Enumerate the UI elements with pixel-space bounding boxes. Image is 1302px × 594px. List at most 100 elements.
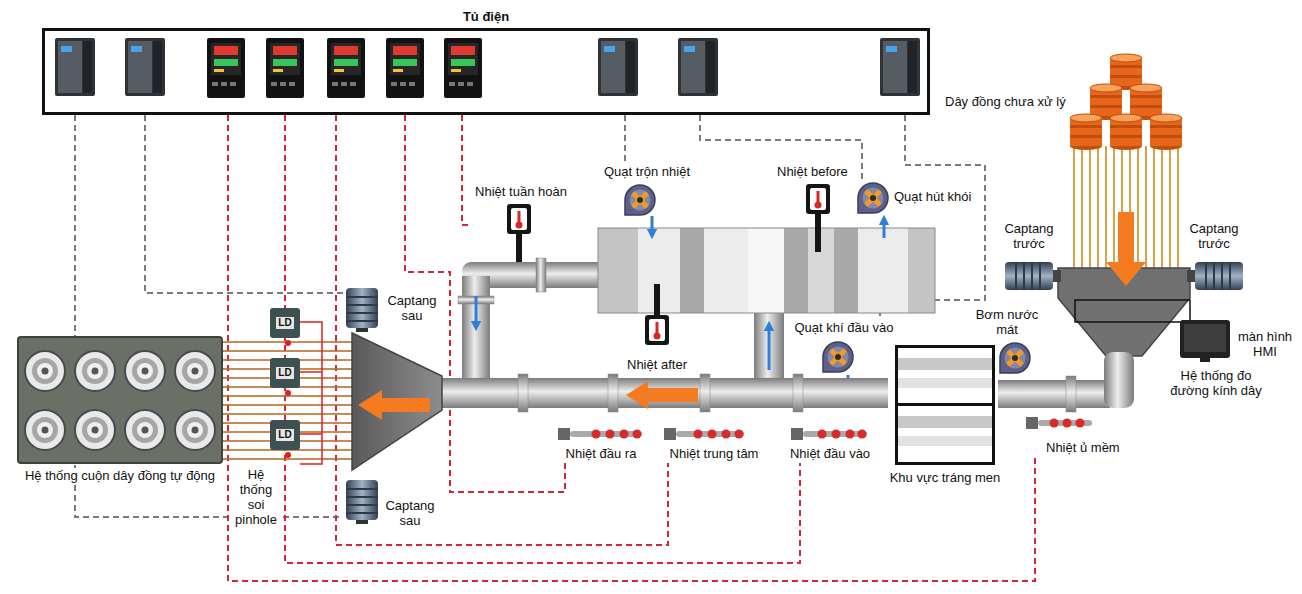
signal-wire: [624, 115, 626, 162]
enamel-interior: [898, 436, 992, 446]
device-label: Captang sau: [381, 498, 439, 528]
heater: [832, 430, 841, 439]
heater: [791, 428, 803, 440]
heater: [1076, 419, 1085, 428]
capstan-motor: Captang sau: [343, 476, 441, 530]
coil-winder-body: [75, 410, 115, 450]
motor-label: Captang trước: [999, 221, 1059, 251]
copper-threads: [1113, 146, 1115, 268]
device-label: Nhiệt ủ mềm: [1045, 440, 1121, 455]
copper-wires: [222, 350, 354, 352]
cabinet-devices: [55, 38, 920, 98]
copper-threads: [1097, 146, 1099, 268]
sensor-tag: LD: [276, 317, 293, 329]
temperature-sensor: [645, 315, 669, 345]
rear-capstan: [346, 288, 378, 332]
heater: [846, 430, 855, 439]
hmi-screen: [1180, 320, 1230, 362]
copper-threads: [1169, 146, 1171, 268]
main-pipe: [998, 380, 1110, 408]
copper-threads: [1177, 146, 1179, 268]
pinhole-dot: [285, 390, 291, 396]
temperature-sensor: [806, 184, 830, 214]
copper-spools: [1110, 114, 1142, 150]
coil-winder-body: [25, 351, 65, 391]
flow-arrow: [1118, 212, 1134, 262]
front-capstan: [1005, 262, 1243, 290]
cabinet-devices: [880, 38, 920, 96]
copper-spools: [1070, 54, 1182, 150]
copper-spools: [1070, 114, 1102, 150]
temperature-sensor: [815, 214, 821, 252]
sensor-tag: LD: [276, 429, 293, 441]
oven: [680, 228, 704, 313]
copper-threads: [1145, 146, 1147, 268]
coil-winder-body: [175, 410, 215, 450]
enamel-interior: [898, 416, 992, 428]
coil-winder-body: [18, 337, 222, 463]
air-arrow: [768, 326, 771, 370]
device-label: Nhiệt tuần hoàn: [474, 184, 568, 199]
hmi-screen: [1180, 320, 1230, 358]
hmi-screen: [1200, 358, 1210, 362]
main-pipe: [1066, 376, 1076, 412]
mixing-fan: Quạt trộn nhiệt: [601, 162, 693, 220]
copper-threads: [1074, 146, 1178, 268]
cabinet-devices: [55, 38, 95, 96]
heater: [818, 430, 827, 439]
signal-wire: [336, 115, 668, 545]
heater: [620, 430, 629, 439]
air-arrow: [883, 220, 886, 238]
pinhole-dot: [285, 340, 291, 346]
cabinet-title: Tủ điện: [462, 9, 510, 24]
enamel-interior: [898, 403, 992, 406]
duct: [536, 258, 546, 292]
ld-sensor: LD: [270, 420, 300, 450]
heater: [722, 430, 731, 439]
heater: [1063, 419, 1072, 428]
device-label: Khu vực tráng men: [889, 470, 1002, 485]
coil-winder-body: [25, 410, 65, 450]
cabinet-devices: [444, 38, 482, 98]
hmi-screen: [1184, 324, 1226, 352]
coil-winder-body: [125, 410, 165, 450]
main-pipe: [518, 374, 528, 412]
rear-capstan: [358, 390, 382, 420]
heater: [664, 428, 676, 440]
enamel-interior: [898, 378, 992, 388]
copper-wires: [222, 404, 354, 406]
heater: [558, 428, 570, 440]
heater: Nhiệt đầu vào: [787, 425, 873, 463]
sensor-label: Nhiệt before: [776, 164, 849, 179]
enamel-interior: [898, 348, 992, 462]
copper-threads: [1153, 146, 1155, 268]
device-label: Nhiệt đầu ra: [565, 446, 638, 461]
signal-wire: [285, 115, 800, 563]
cabinet-devices: [327, 38, 365, 98]
main-pipe: [700, 374, 710, 412]
signal-wire: [462, 115, 472, 225]
hopper: [1075, 300, 1190, 322]
cabinet-devices: [678, 38, 718, 96]
oven: [598, 228, 935, 313]
exhaust-fan: Quạt hút khói: [854, 180, 974, 218]
heater: [1050, 419, 1059, 428]
copper-threads: [1161, 146, 1163, 268]
device-label: Captang sau: [383, 293, 441, 323]
fan: [625, 185, 655, 215]
signal-wire: [145, 115, 343, 293]
signal-wire: [700, 115, 862, 180]
cabinet-devices: [386, 38, 424, 98]
coil-winder: Hệ thống cuộn dây đồng tự động: [18, 337, 222, 463]
temperature-sensor: [507, 184, 830, 345]
device-label: Quạt trộn nhiệt: [603, 164, 691, 179]
enamel-zone: Khu vực tráng men: [895, 345, 995, 465]
inlet-fan: Quạt khí đầu vào: [791, 318, 896, 376]
heater: Nhiệt đầu ra: [556, 425, 644, 463]
main-pipe: [442, 352, 1134, 412]
enamel-interior: [898, 358, 992, 370]
oven: [834, 228, 858, 313]
heater: [735, 430, 744, 439]
pinhole-bracket: [300, 322, 322, 464]
main-pipe: [442, 378, 888, 408]
